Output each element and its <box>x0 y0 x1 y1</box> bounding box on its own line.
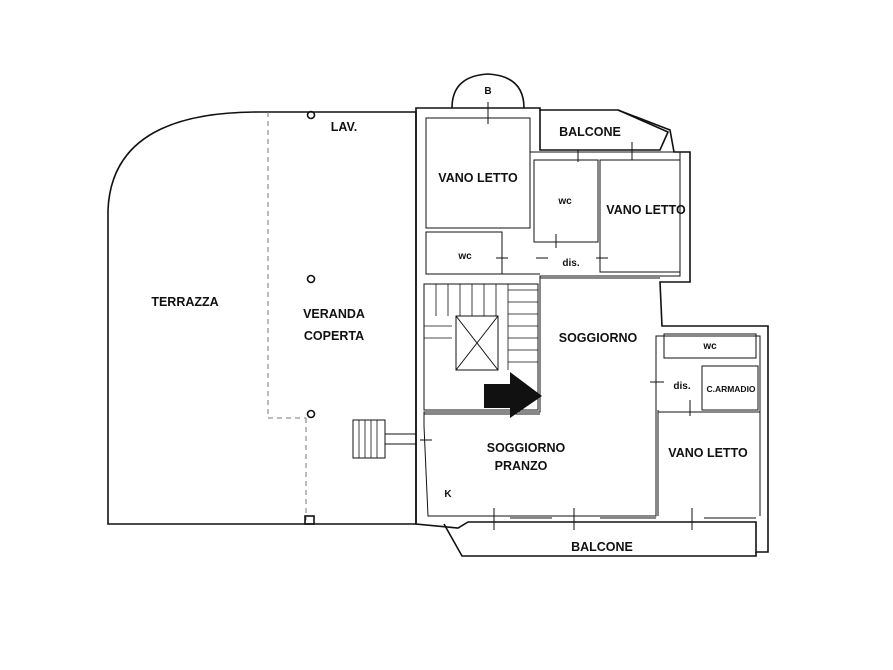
label-soggiorno-pranzo-2: PRANZO <box>495 459 548 473</box>
label-wc-2: wc <box>457 251 472 262</box>
label-vano-letto-2: VANO LETTO <box>606 203 686 217</box>
balcony-bottom <box>443 523 757 557</box>
apartment-outer-wall <box>415 107 769 553</box>
label-balcone-top: BALCONE <box>559 125 621 139</box>
label-vano-letto-3: VANO LETTO <box>668 446 748 460</box>
label-wc-1: wc <box>557 196 572 207</box>
terrace-outline <box>107 111 417 525</box>
internal-walls <box>424 117 760 516</box>
label-c-armadio: C.ARMADIO <box>706 384 755 394</box>
label-wc-3: wc <box>702 341 717 352</box>
label-coperta: COPERTA <box>304 329 364 343</box>
label-veranda: VERANDA <box>303 307 365 321</box>
label-dis-2: dis. <box>673 381 690 392</box>
bay-b <box>451 73 525 109</box>
column-3 <box>306 409 316 419</box>
label-k: K <box>444 489 452 500</box>
label-terrazza: TERRAZZA <box>151 295 218 309</box>
outdoor-stairs <box>352 419 416 459</box>
label-balcone-bottom: BALCONE <box>571 540 633 554</box>
label-soggiorno: SOGGIORNO <box>559 331 638 345</box>
column-2 <box>306 274 316 284</box>
entrance-arrow-icon <box>484 372 542 418</box>
column-1 <box>306 110 316 120</box>
label-b: B <box>484 86 491 97</box>
label-soggiorno-pranzo-1: SOGGIORNO <box>487 441 566 455</box>
door-marks <box>420 102 756 530</box>
column-4 <box>304 515 315 525</box>
stairwell <box>423 283 539 411</box>
label-vano-letto-1: VANO LETTO <box>438 171 518 185</box>
balcony-top <box>539 109 670 151</box>
label-lav: LAV. <box>331 120 357 134</box>
label-dis-1: dis. <box>562 258 579 269</box>
apartment-inner-wall <box>423 117 761 517</box>
